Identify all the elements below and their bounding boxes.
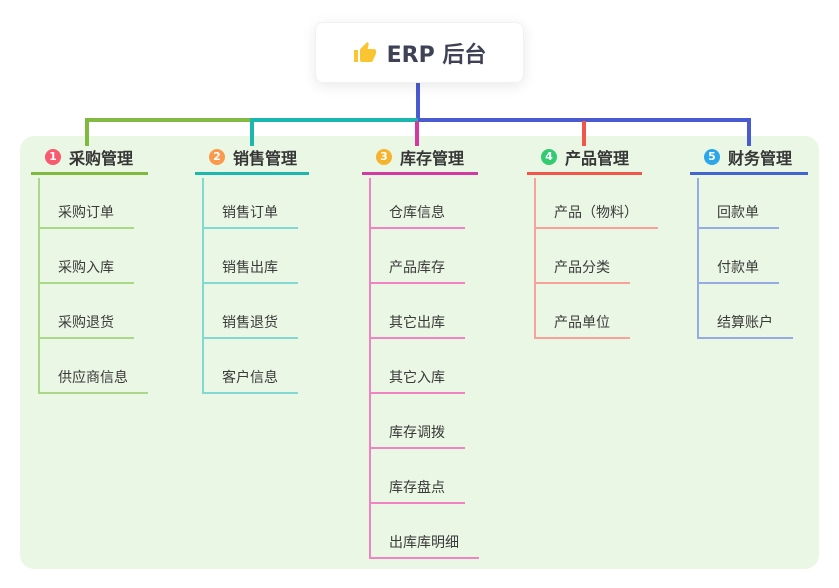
- child-node-label: 销售出库: [222, 259, 278, 276]
- thumbs-up-icon: [353, 41, 376, 62]
- child-node[interactable]: 采购订单: [38, 202, 134, 229]
- child-node[interactable]: 结算账户: [697, 312, 793, 339]
- child-node[interactable]: 供应商信息: [38, 367, 148, 394]
- child-node-label: 采购入库: [58, 259, 114, 276]
- child-node-label: 销售退货: [222, 314, 278, 331]
- child-node[interactable]: 产品（物料）: [534, 202, 658, 229]
- child-node-label: 库存盘点: [389, 479, 445, 496]
- branches-panel: [20, 136, 819, 569]
- child-node[interactable]: 回款单: [697, 202, 779, 229]
- connector-drop-2: [250, 118, 254, 146]
- child-node-label: 其它入库: [389, 369, 445, 386]
- connector-bus-right: [418, 118, 751, 122]
- branch-label: 财务管理: [728, 148, 793, 168]
- connector-drop-4: [582, 121, 586, 146]
- child-node[interactable]: 产品分类: [534, 257, 630, 284]
- child-node-label: 库存调拨: [389, 424, 445, 441]
- branch-product: 4 产品管理 产品（物料） 产品分类 产品单位: [527, 147, 658, 339]
- branch-header[interactable]: 2 销售管理: [195, 147, 309, 175]
- child-node-label: 产品分类: [554, 259, 610, 276]
- child-node[interactable]: 其它出库: [369, 312, 465, 339]
- branch-spine: [697, 178, 699, 339]
- branch-number-badge: 3: [376, 148, 392, 165]
- child-node[interactable]: 客户信息: [202, 367, 298, 394]
- branch-number-badge: 5: [704, 148, 720, 165]
- root-title: ERP 后台: [386, 42, 487, 68]
- connector-bus-mid: [252, 118, 418, 122]
- branch-spine: [534, 178, 536, 339]
- branch-label: 销售管理: [233, 148, 298, 168]
- child-node-label: 采购退货: [58, 314, 114, 331]
- child-node-label: 产品（物料）: [554, 204, 638, 221]
- child-node[interactable]: 采购入库: [38, 257, 134, 284]
- branch-spine: [38, 178, 40, 394]
- branch-sales: 2 销售管理 销售订单 销售出库 销售退货 客户信息: [195, 147, 309, 394]
- branch-header[interactable]: 5 财务管理: [690, 147, 808, 175]
- child-node-label: 仓库信息: [389, 204, 445, 221]
- child-node-label: 出库库明细: [389, 534, 459, 551]
- child-node[interactable]: 库存调拨: [369, 422, 465, 449]
- branch-finance: 5 财务管理 回款单 付款单 结算账户: [690, 147, 808, 339]
- child-node-label: 供应商信息: [58, 369, 128, 386]
- child-node-label: 客户信息: [222, 369, 278, 386]
- root-node[interactable]: ERP 后台: [315, 22, 524, 83]
- connector-drop-1: [85, 118, 89, 146]
- child-node[interactable]: 其它入库: [369, 367, 465, 394]
- child-node[interactable]: 销售退货: [202, 312, 298, 339]
- branch-purchase: 1 采购管理 采购订单 采购入库 采购退货 供应商信息: [31, 147, 148, 394]
- branch-header[interactable]: 1 采购管理: [31, 147, 148, 175]
- branch-number-badge: 2: [209, 148, 225, 165]
- child-node-label: 结算账户: [717, 314, 773, 331]
- child-node-label: 产品库存: [389, 259, 445, 276]
- branch-label: 产品管理: [565, 148, 630, 168]
- branch-label: 库存管理: [400, 148, 465, 168]
- child-node-label: 销售订单: [222, 204, 278, 221]
- connector-bus-left: [85, 118, 252, 122]
- branch-header[interactable]: 4 产品管理: [527, 147, 642, 175]
- branch-number-badge: 4: [541, 148, 557, 165]
- branch-header[interactable]: 3 库存管理: [362, 147, 478, 175]
- branch-spine: [202, 178, 204, 394]
- branch-spine: [369, 178, 371, 559]
- child-node-label: 其它出库: [389, 314, 445, 331]
- child-node[interactable]: 销售订单: [202, 202, 298, 229]
- child-node[interactable]: 库存盘点: [369, 477, 465, 504]
- child-node-label: 付款单: [717, 259, 759, 276]
- child-node-label: 回款单: [717, 204, 759, 221]
- child-node[interactable]: 付款单: [697, 257, 779, 284]
- child-node[interactable]: 出库库明细: [369, 532, 479, 559]
- connector-drop-5: [747, 118, 751, 146]
- child-node-label: 采购订单: [58, 204, 114, 221]
- connector-root-drop: [416, 83, 420, 119]
- child-node[interactable]: 销售出库: [202, 257, 298, 284]
- child-node[interactable]: 采购退货: [38, 312, 134, 339]
- branch-number-badge: 1: [45, 148, 61, 165]
- child-node-label: 产品单位: [554, 314, 610, 331]
- branch-label: 采购管理: [69, 148, 134, 168]
- branch-inventory: 3 库存管理 仓库信息 产品库存 其它出库 其它入库 库存调拨 库存盘点 出库库…: [362, 147, 479, 559]
- connector-drop-3: [415, 121, 419, 146]
- child-node[interactable]: 仓库信息: [369, 202, 465, 229]
- child-node[interactable]: 产品单位: [534, 312, 630, 339]
- child-node[interactable]: 产品库存: [369, 257, 465, 284]
